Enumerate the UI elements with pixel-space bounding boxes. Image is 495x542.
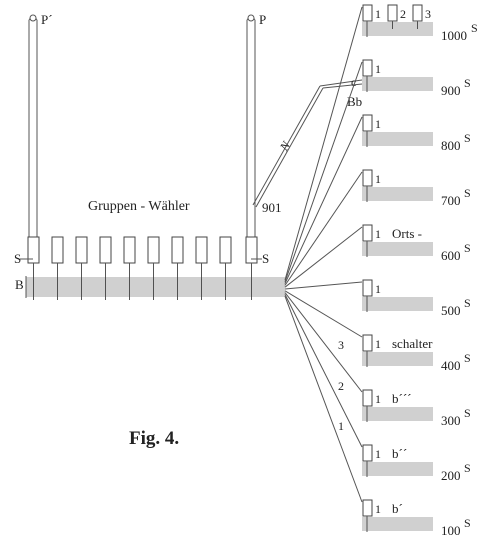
relay-box [51, 236, 64, 264]
fan-wire [284, 296, 363, 503]
contact-box [362, 114, 373, 132]
level-value: 400 [441, 358, 461, 373]
fan-number-3: 3 [338, 338, 344, 352]
level-unit: S [464, 76, 471, 90]
level-unit: S [464, 296, 471, 310]
contact-label: 901 [262, 200, 282, 215]
figure-caption: Fig. 4. [129, 428, 179, 449]
contact-number: 1 [375, 447, 381, 461]
contact-number: 1 [375, 227, 381, 241]
relay-row [20, 236, 262, 300]
c-label: c [351, 75, 356, 89]
level-unit: S [464, 516, 471, 530]
level-value: 900 [441, 83, 461, 98]
relay-box [195, 236, 208, 264]
contact-box [412, 4, 423, 22]
relay-box [123, 236, 136, 264]
fan-wire [284, 171, 363, 286]
contact-box [362, 389, 373, 407]
contact-number: 1 [375, 502, 381, 516]
level-unit: S [464, 351, 471, 365]
contact-box [362, 169, 373, 187]
contact-number: 2 [400, 7, 406, 21]
p-label-right: P [259, 12, 266, 27]
contact-number: 1 [375, 117, 381, 131]
contact-number: 3 [425, 7, 431, 21]
contact-box [362, 499, 373, 517]
fan-wire [284, 6, 363, 281]
selector-bus [25, 276, 285, 298]
contact-number: 1 [375, 62, 381, 76]
contact-box [362, 224, 373, 242]
level-unit: S [464, 461, 471, 475]
fan-number-2: 2 [338, 379, 344, 393]
level-unit: S [464, 406, 471, 420]
level-unit: S [464, 241, 471, 255]
fan-wire [284, 226, 363, 288]
left-pillar [28, 14, 38, 238]
contact-box [387, 4, 398, 22]
level-note: schalter [392, 336, 433, 351]
relay-box [75, 236, 88, 264]
level-value: 300 [441, 413, 461, 428]
level-value: 1000 [441, 28, 467, 43]
level-unit: S [471, 21, 478, 35]
s-label-left: S [14, 251, 21, 266]
contact-box [362, 279, 373, 297]
contact-number: 1 [375, 282, 381, 296]
level-note: b´´´ [392, 391, 412, 406]
contact-number: 1 [375, 7, 381, 21]
fan-wire [284, 294, 363, 448]
level-1000: 1 2 3 1000 S [362, 4, 478, 43]
fan-wire [284, 116, 363, 284]
level-value: 600 [441, 248, 461, 263]
level-note: b´´ [392, 446, 407, 461]
fan-wire [284, 292, 363, 393]
fan-wire [284, 281, 363, 290]
relay-box [219, 236, 232, 264]
contact-box [362, 59, 373, 77]
contact-number: 1 [375, 337, 381, 351]
relay-box [171, 236, 184, 264]
contact-box [362, 444, 373, 462]
s-label-right: S [262, 251, 269, 266]
wiper-label: N [276, 138, 293, 154]
p-label-left: P´ [41, 12, 53, 27]
fan-wire [284, 61, 363, 282]
fan-wire [284, 290, 363, 338]
level-note: Orts - [392, 226, 422, 241]
fan-wires [284, 6, 363, 503]
b-label: B [15, 277, 24, 292]
level-value: 800 [441, 138, 461, 153]
fan-number-1: 1 [338, 419, 344, 433]
contact-box [362, 4, 373, 22]
level-value: 500 [441, 303, 461, 318]
level-note: b´ [392, 501, 403, 516]
group-selector-label: Gruppen - Wähler [88, 199, 190, 214]
level-value: 200 [441, 468, 461, 483]
level-unit: S [464, 186, 471, 200]
relay-box [99, 236, 112, 264]
contact-number: 1 [375, 172, 381, 186]
bb-label: Bb [347, 94, 362, 109]
level-value: 700 [441, 193, 461, 208]
level-unit: S [464, 131, 471, 145]
wiper-arm [252, 79, 363, 208]
relay-box [147, 236, 160, 264]
contact-number: 1 [375, 392, 381, 406]
level-value: 100 [441, 523, 461, 538]
contact-box [362, 334, 373, 352]
